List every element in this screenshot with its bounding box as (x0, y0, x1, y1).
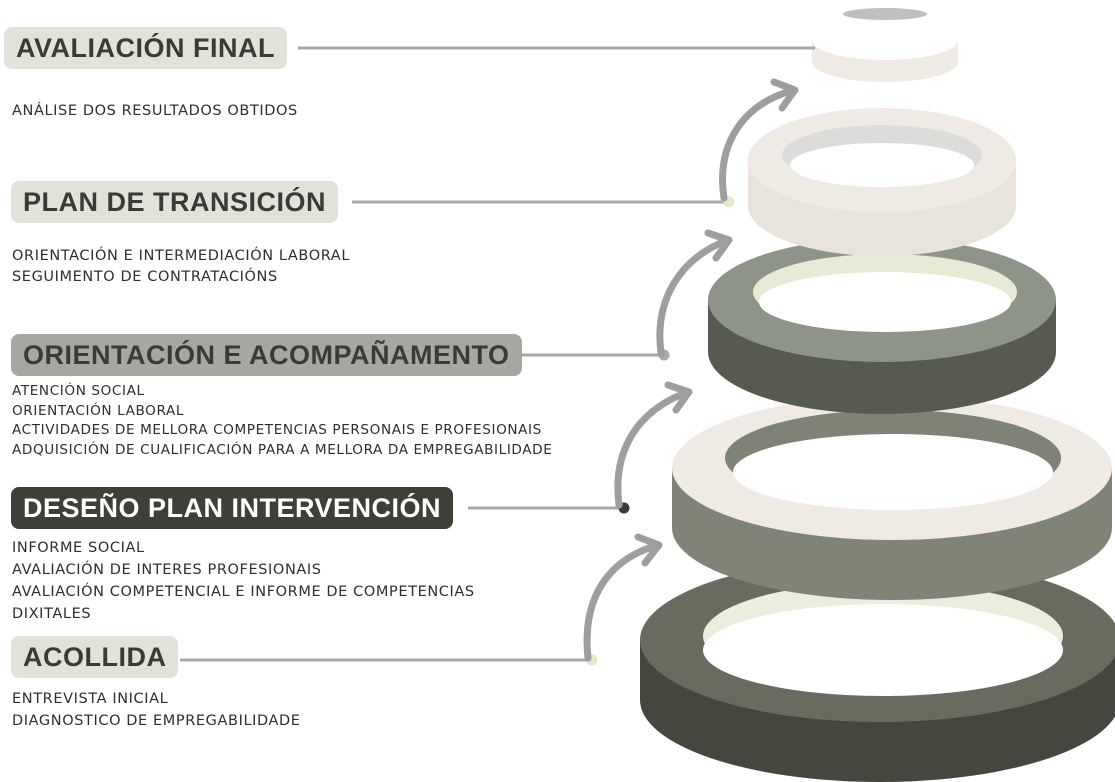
arrow-head-icon (664, 381, 693, 414)
stage-title-avaliacion-final: AVALIACIÓN FINAL (4, 27, 287, 69)
stage-item: SEGUIMENTO DE CONTRATACIÓNS (12, 269, 278, 285)
stage-title-plan-transicion: PLAN DE TRANSICIÓN (11, 181, 339, 223)
stage-item: ORIENTACIÓN LABORAL (12, 402, 185, 419)
stage-item: DIAGNOSTICO DE EMPREGABILIDADE (12, 713, 301, 729)
stage-item: ANÁLISE DOS RESULTADOS OBTIDOS (12, 103, 298, 119)
stage-title-deseno-plan: DESEÑO PLAN INTERVENCIÓN (11, 487, 454, 529)
stage-items-avaliacion-final: ANÁLISE DOS RESULTADOS OBTIDOS (12, 101, 298, 122)
ring-plan-transicion (748, 108, 1016, 256)
stage-item: ACTIVIDADES DE MELLORA COMPETENCIAS PERS… (12, 422, 542, 438)
ring-acollida (640, 558, 1115, 782)
ring-deseno-plan (672, 396, 1112, 600)
stage-title-acollida: ACOLLIDA (11, 636, 179, 678)
stage-item: ATENCIÓN SOCIAL (12, 383, 145, 399)
stage-items-deseno-plan: INFORME SOCIAL AVALIACIÓN DE INTERES PRO… (12, 537, 475, 625)
arrow-icon (656, 236, 732, 357)
stage-items-orientacion-acompanamento: ATENCIÓN SOCIAL ORIENTACIÓN LABORAL ACTI… (12, 382, 552, 460)
disk-avaliacion-final (812, 20, 958, 82)
stage-item: DIXITALES (12, 606, 92, 622)
stage-items-plan-transicion: ORIENTACIÓN E INTERMEDIACIÓN LABORAL SEG… (12, 246, 350, 288)
stage-items-acollida: ENTREVISTA INICIAL DIAGNOSTICO DE EMPREG… (12, 688, 301, 732)
top-shadow (843, 8, 927, 20)
arrow-head-icon (704, 229, 733, 262)
stage-item: ENTREVISTA INICIAL (12, 691, 169, 707)
arrow-icon (719, 86, 798, 202)
arrow-head-icon (634, 533, 663, 567)
stage-item: AVALIACIÓN COMPETENCIAL E INFORME DE COM… (12, 584, 475, 600)
arrow-head-icon (770, 78, 799, 112)
arrow-icon (614, 388, 692, 509)
ring-orientacion (708, 238, 1056, 414)
arrow-icon (583, 541, 662, 662)
stage-item: AVALIACIÓN DE INTERES PROFESIONAIS (12, 562, 322, 578)
stage-item: INFORME SOCIAL (12, 540, 145, 556)
stage-item: ORIENTACIÓN E INTERMEDIACIÓN LABORAL (12, 248, 350, 264)
stage-item: ADQUISICIÓN DE CUALIFICACIÓN PARA A MELL… (12, 441, 553, 458)
stage-title-orientacion-acompanamento: ORIENTACIÓN E ACOMPAÑAMENTO (11, 334, 522, 376)
